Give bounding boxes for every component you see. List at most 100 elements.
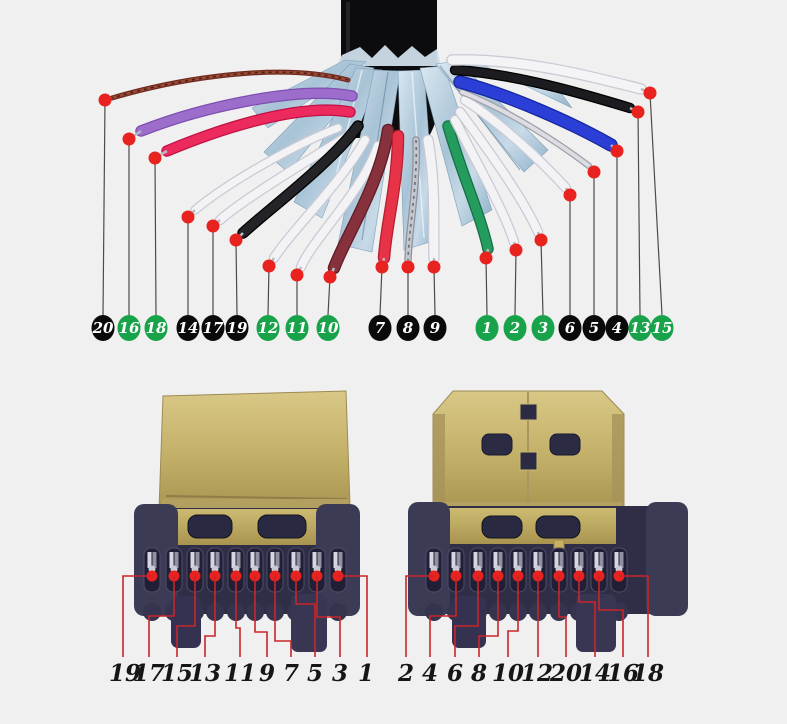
pin-badge-6 bbox=[558, 315, 582, 341]
pin-badge-number: 4 bbox=[612, 319, 622, 337]
pin-badge-12 bbox=[256, 315, 280, 341]
pin-badge-number: 1 bbox=[482, 319, 492, 337]
wire-tip-dot bbox=[587, 165, 601, 179]
pin-number-5: 5 bbox=[307, 660, 323, 687]
leader-line bbox=[433, 266, 436, 316]
wire-tip-dot bbox=[148, 151, 162, 165]
pin-trace-3 bbox=[316, 576, 341, 657]
pin-badge-17 bbox=[201, 315, 225, 341]
wire-tip-dot bbox=[610, 144, 624, 158]
pin-number-2: 2 bbox=[397, 660, 414, 687]
pin-trace-19 bbox=[122, 575, 152, 657]
leader-line bbox=[540, 239, 544, 316]
pin-number-15: 15 bbox=[161, 660, 193, 687]
pin-number-12: 12 bbox=[521, 660, 553, 687]
pin-badge-2 bbox=[503, 315, 527, 341]
pin-badge-number: 20 bbox=[92, 319, 114, 337]
wire-tip-dot bbox=[631, 105, 645, 119]
pin-trace-7 bbox=[274, 576, 292, 657]
pin-badge-7 bbox=[368, 315, 392, 341]
pin-number-11: 11 bbox=[224, 660, 256, 687]
pin-badge-19 bbox=[225, 315, 249, 341]
wire-tip-dot bbox=[122, 132, 136, 146]
leader-line bbox=[235, 239, 238, 316]
wire-tip-dot bbox=[290, 268, 304, 282]
wire-tip-dot bbox=[534, 233, 548, 247]
leader-line bbox=[154, 157, 157, 316]
pin-badge-4 bbox=[605, 315, 629, 341]
mount-tab bbox=[576, 594, 616, 652]
shell-cutout bbox=[519, 403, 538, 421]
pin-trace-1 bbox=[338, 575, 368, 657]
pin-badge-number: 7 bbox=[375, 319, 386, 337]
pin-number-10: 10 bbox=[492, 660, 524, 687]
pin-badge-9 bbox=[423, 315, 447, 341]
pin-badge-number: 3 bbox=[538, 319, 548, 337]
pin-trace-5 bbox=[295, 576, 316, 657]
wire-tip-dot bbox=[427, 260, 441, 274]
left-connector-pins bbox=[143, 547, 347, 593]
leader-line bbox=[379, 266, 383, 316]
leader-line bbox=[514, 249, 517, 316]
pin-badge-5 bbox=[582, 315, 606, 341]
pin-badge-number: 17 bbox=[203, 319, 224, 337]
pin-number-3: 3 bbox=[332, 660, 348, 687]
pin-badge-number: 11 bbox=[287, 319, 308, 337]
pin-badge-number: 10 bbox=[318, 319, 339, 337]
wire-tip-dot bbox=[262, 259, 276, 273]
pin-number-19: 19 bbox=[109, 660, 141, 687]
pin-number-4: 4 bbox=[422, 660, 438, 687]
pin-number-17: 17 bbox=[133, 660, 165, 687]
pin-badge-number: 18 bbox=[146, 319, 167, 337]
pin-badge-number: 16 bbox=[119, 319, 140, 337]
wire-tip-dot bbox=[229, 233, 243, 247]
right-connector-pins bbox=[425, 547, 628, 593]
pin-number-13: 13 bbox=[189, 660, 221, 687]
leader-lines bbox=[102, 92, 663, 316]
pin-trace-10 bbox=[507, 576, 519, 657]
pin-number-9: 9 bbox=[259, 660, 275, 687]
pin-trace-8 bbox=[478, 576, 499, 657]
pin-trace-17 bbox=[148, 576, 175, 657]
wire-tip-dot bbox=[98, 93, 112, 107]
mount-tab bbox=[171, 596, 201, 648]
pin-badge-18 bbox=[144, 315, 168, 341]
wires bbox=[98, 54, 657, 284]
pin-badge-number: 12 bbox=[258, 319, 279, 337]
pin-number-16: 16 bbox=[607, 660, 639, 687]
pin-number-7: 7 bbox=[283, 660, 299, 687]
wire-tip-dot bbox=[643, 86, 657, 100]
pin-badge-14 bbox=[176, 315, 200, 341]
pin-number-18: 18 bbox=[632, 660, 664, 687]
latch-hole bbox=[549, 433, 581, 456]
leader-line bbox=[485, 257, 488, 316]
pin-badge-10 bbox=[316, 315, 340, 341]
wire-tip-dot bbox=[563, 188, 577, 202]
pin-badge-13 bbox=[628, 315, 652, 341]
pin-badge-3 bbox=[531, 315, 555, 341]
braid-shield bbox=[336, 45, 441, 66]
pin-number-1: 1 bbox=[358, 660, 374, 687]
pin-badge-number: 5 bbox=[589, 319, 599, 337]
pin-trace-4 bbox=[429, 576, 457, 657]
shell-cutout bbox=[519, 451, 538, 471]
wire-tip-dot bbox=[509, 243, 523, 257]
pin-trace-6 bbox=[454, 576, 479, 657]
pin-badge-number: 6 bbox=[565, 319, 576, 337]
pin-trace-20 bbox=[558, 576, 567, 657]
pin-trace-18 bbox=[619, 575, 649, 657]
wire-tip-dot bbox=[206, 219, 220, 233]
pin-badge-number: 13 bbox=[630, 319, 651, 337]
pin-badge-number: 8 bbox=[403, 319, 414, 337]
pin-number-8: 8 bbox=[470, 660, 487, 687]
leader-line bbox=[102, 99, 106, 316]
pin-badge-11 bbox=[285, 315, 309, 341]
pin-number-14: 14 bbox=[579, 660, 611, 687]
pin-trace-15 bbox=[176, 576, 196, 657]
pin-badge-number: 14 bbox=[178, 319, 199, 337]
leader-line bbox=[649, 92, 663, 316]
pin-badge-15 bbox=[650, 315, 674, 341]
